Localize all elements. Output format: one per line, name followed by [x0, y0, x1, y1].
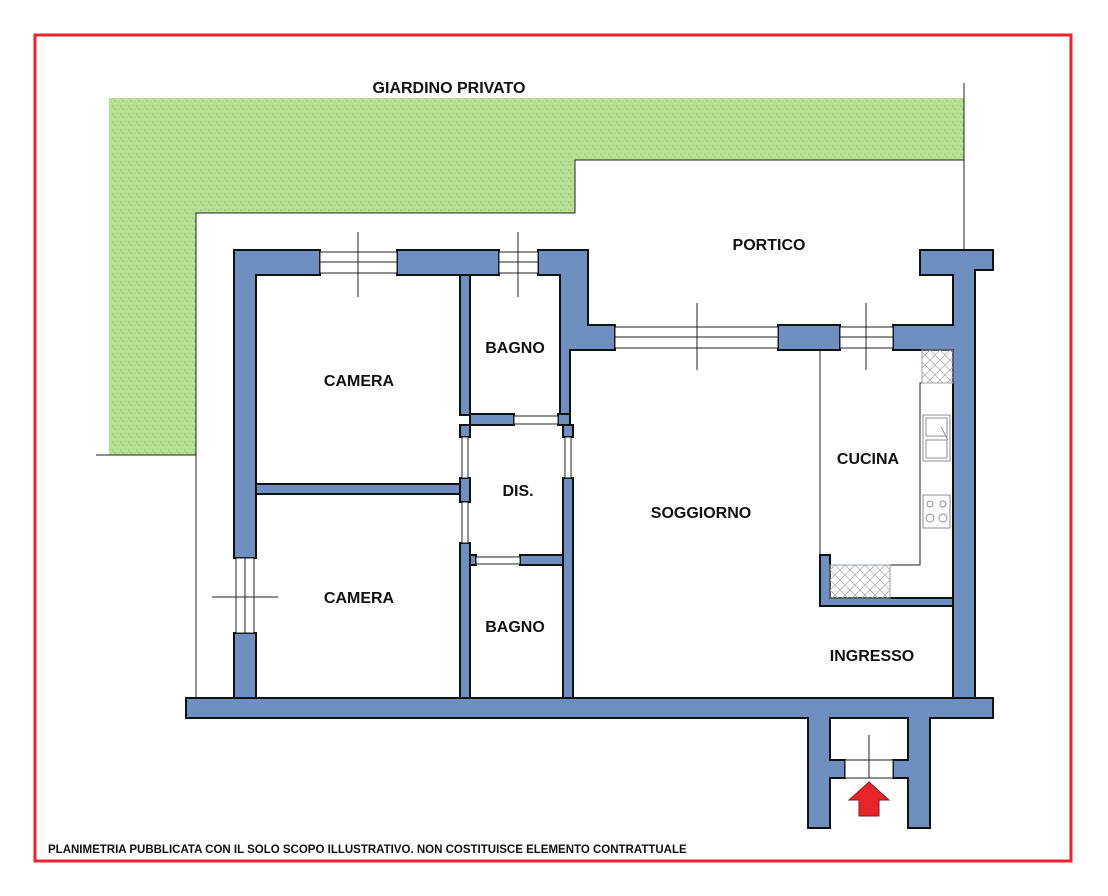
kitchen-fixtures: [819, 349, 954, 599]
bedroom-top-label: CAMERA: [324, 373, 395, 390]
interior-floor: [256, 275, 953, 698]
bedroom-bottom-label: CAMERA: [324, 590, 395, 607]
partitions: [255, 274, 574, 699]
garden-label: GIARDINO PRIVATO: [373, 80, 526, 97]
entrance-label: INGRESSO: [830, 648, 914, 665]
lot-boundary: [96, 83, 965, 698]
kitchen-label: CUCINA: [837, 451, 900, 468]
walls: [185, 249, 994, 829]
windows: [212, 232, 894, 779]
sink-icon: [922, 414, 951, 462]
kitchen-cabinet-top: [921, 349, 954, 384]
stove-icon: [922, 494, 951, 529]
living-room-label: SOGGIORNO: [651, 505, 751, 522]
garden-area: [109, 98, 964, 455]
kitchen-cabinet-bottom: [829, 564, 891, 599]
hallway-label: DIS.: [502, 483, 533, 500]
bathroom-top-label: BAGNO: [485, 340, 545, 357]
page-frame: [33, 33, 1073, 863]
portico-label: PORTICO: [733, 237, 806, 254]
disclaimer-text: PLANIMETRIA PUBBLICATA CON IL SOLO SCOPO…: [48, 844, 687, 856]
bathroom-bottom-label: BAGNO: [485, 619, 545, 636]
entry-arrow-icon: [847, 781, 891, 817]
